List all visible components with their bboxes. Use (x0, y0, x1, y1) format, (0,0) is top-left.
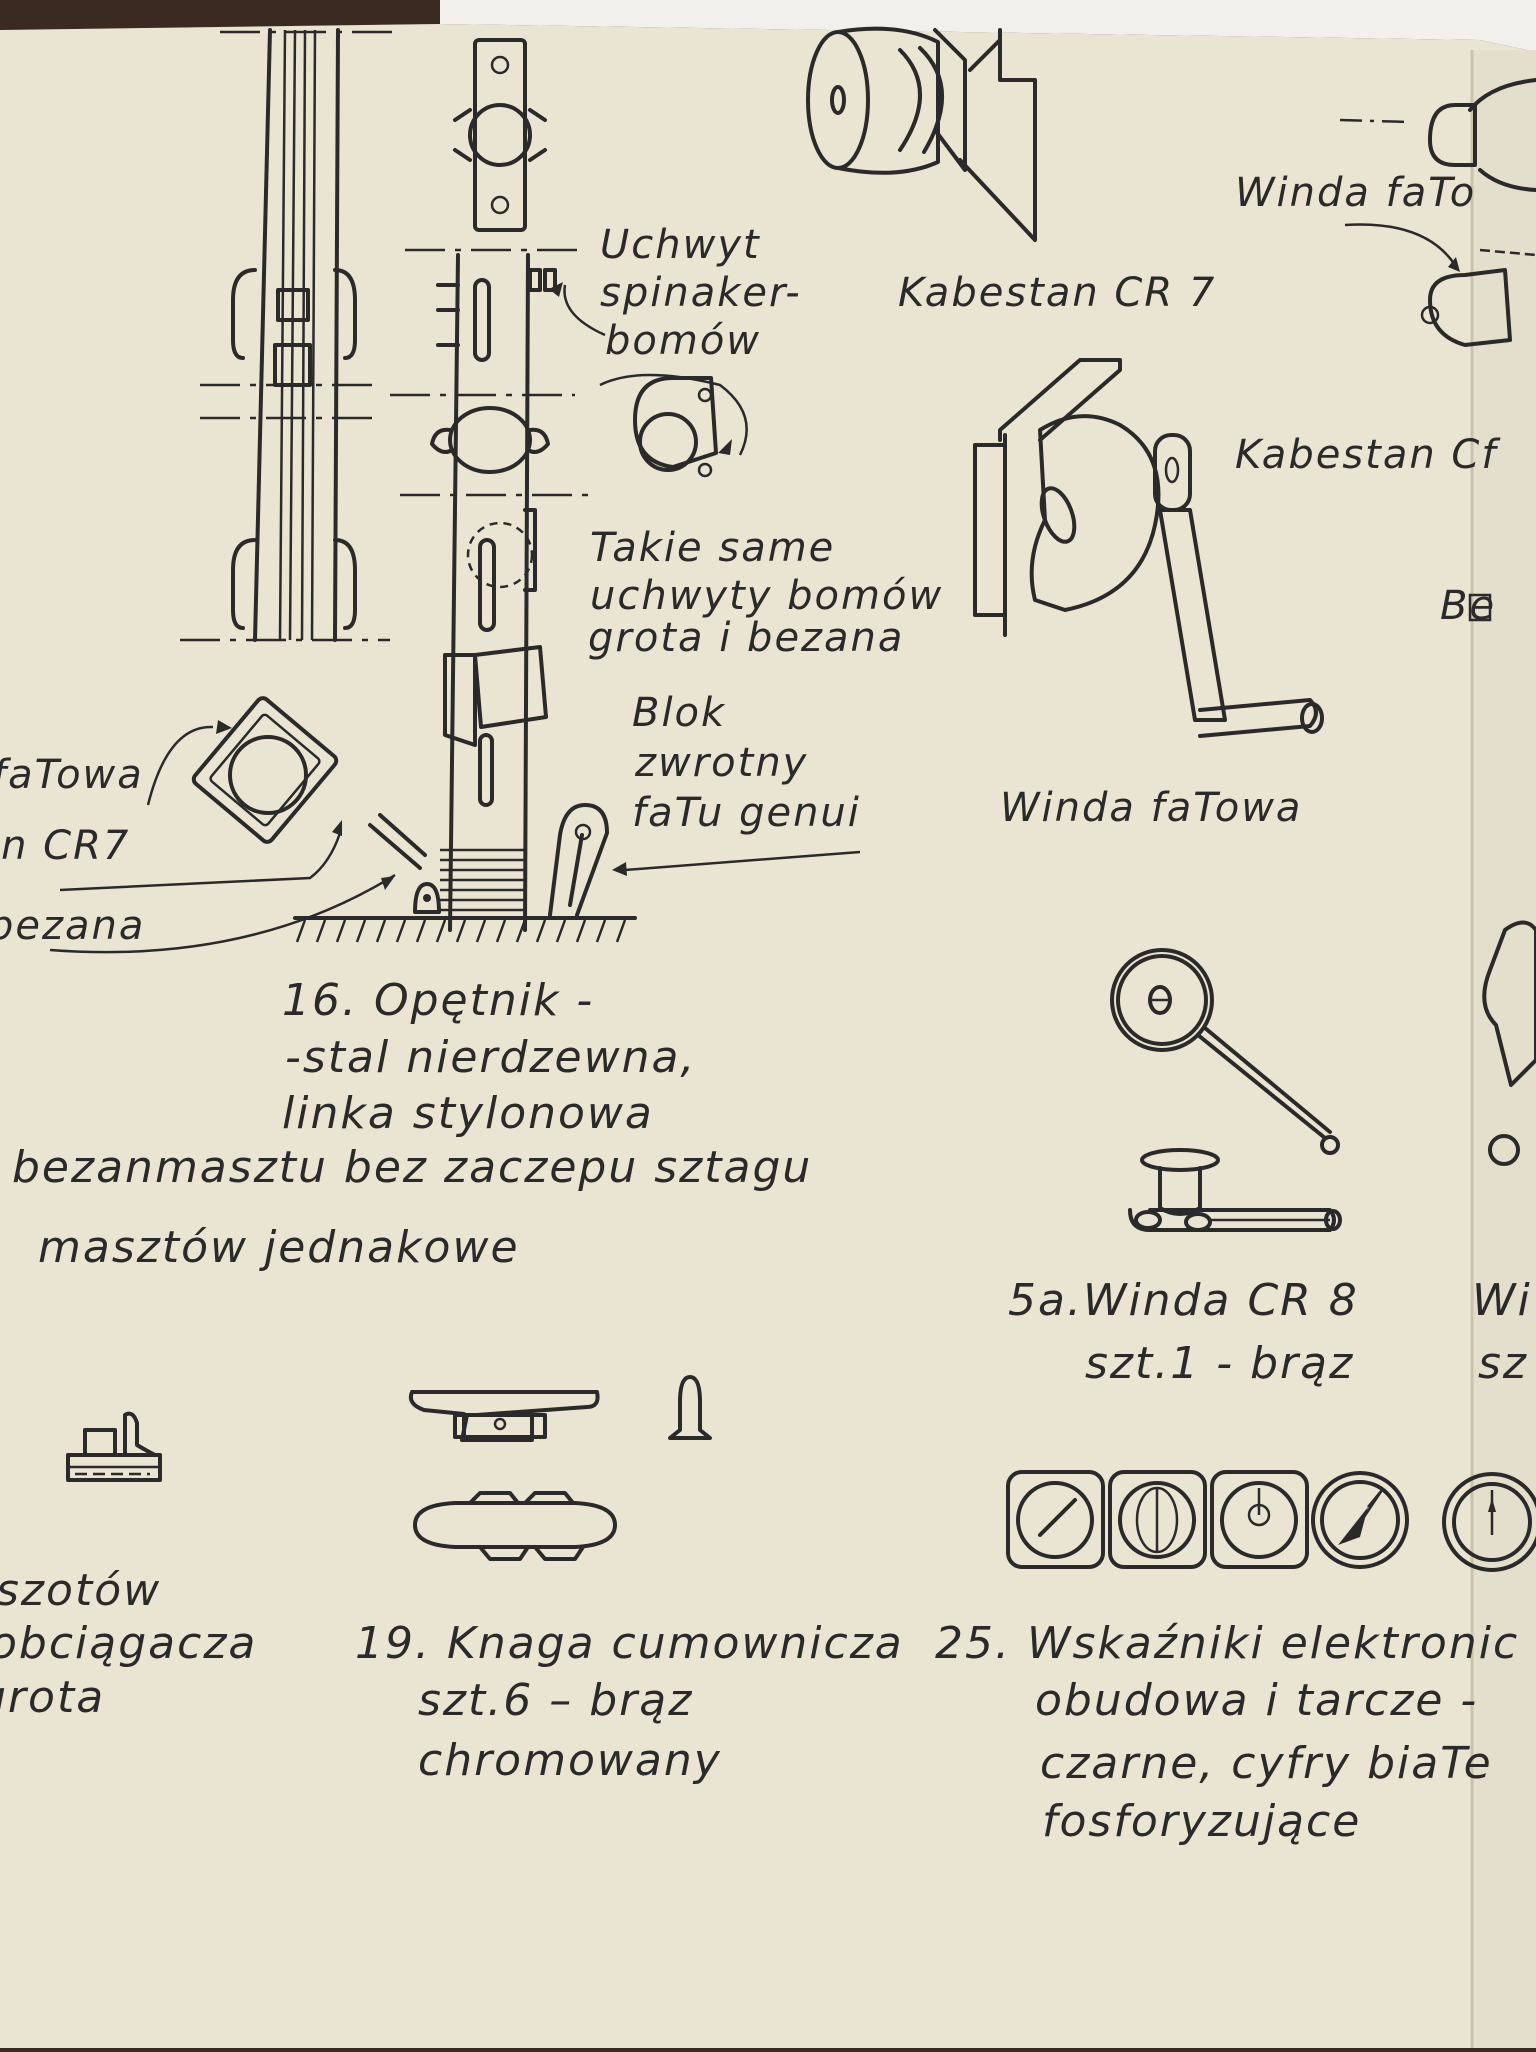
label-knaga-line1: 19. Knaga cumownicza (355, 1618, 904, 1669)
instruments-drawing (1006, 1470, 1536, 1572)
paper-edge-white (440, 0, 1536, 52)
label-left-bezana: bezana (0, 903, 146, 949)
label-szotow-line2: obciągacza (0, 1618, 258, 1669)
label-szotow-line1: szotów (0, 1565, 162, 1616)
label-takie-line2: uchwyty bomów (590, 573, 944, 619)
label-kabestan-right: Kabestan Cf (1235, 432, 1498, 478)
label-opetnik-line2: -stal nierdzewna, (285, 1032, 697, 1083)
label-left-falowa: faTowa (0, 752, 144, 798)
top-right-partial-drawings (1339, 78, 1536, 1166)
label-blok-line1: Blok (632, 690, 727, 736)
label-knaga-line2: szt.6 – brąz (418, 1675, 694, 1726)
label-takie-line1: Takie same (590, 525, 836, 571)
mast-drawing (180, 28, 400, 642)
winda-cr8-drawing (1110, 948, 1342, 1232)
label-blok-line2: zwrotny (635, 740, 809, 786)
label-uchwyt-line1: Uchwyt (600, 222, 761, 268)
leader-lines (49, 223, 1460, 954)
label-knaga-line3: chromowany (418, 1735, 722, 1786)
label-wskazniki-line2: obudowa i tarcze - (1035, 1675, 1479, 1726)
label-wi-right: Wi (1472, 1275, 1532, 1326)
label-wskazniki-line1: 25. Wskaźniki elektronic (935, 1618, 1520, 1669)
label-winda-falowa: Winda faTowa (1000, 785, 1303, 831)
winda-falowa-drawing (973, 358, 1324, 738)
label-winda-cr8-line1: 5a.Winda CR 8 (1008, 1275, 1359, 1326)
mast-fitting-drawing (293, 38, 637, 943)
spinnaker-bracket-drawing (633, 376, 718, 478)
label-uchwyt-line2: spinaker- (600, 270, 802, 316)
label-masztow-jednakowe: masztów jednakowe (38, 1222, 520, 1273)
knaga-drawing (408, 1375, 712, 1561)
mast-base-winding (440, 848, 525, 912)
label-sz-right: sz (1478, 1338, 1529, 1389)
label-takie-line3: grota i bezana (588, 615, 905, 661)
kabestan-top-drawing (806, 26, 1037, 242)
label-szotow-line3: grota (0, 1672, 106, 1723)
label-winda-cr8-line2: szt.1 - brąz (1085, 1338, 1355, 1389)
left-winch-drawing (191, 696, 339, 844)
label-winda-falo-right: Winda faTo (1235, 170, 1477, 216)
label-bezanmasztu: bezanmasztu bez zaczepu sztagu (12, 1142, 813, 1193)
label-be-right: Be (1440, 583, 1497, 629)
label-wskazniki-line4: fosforyzujące (1042, 1796, 1362, 1847)
label-uchwyt-line3: bomów (605, 318, 762, 364)
label-wskazniki-line3: czarne, cyfry biaTe (1040, 1738, 1493, 1789)
label-left-cr7: in CR7 (0, 823, 131, 869)
label-blok-line3: faTu genui (632, 790, 861, 836)
label-opetnik-line1: 16. Opętnik - (282, 975, 595, 1026)
label-opetnik-line3: linka stylonowa (282, 1088, 654, 1139)
sheet-stopper-drawing (66, 1411, 162, 1482)
label-kabestan-cr7-top: Kabestan CR 7 (898, 270, 1217, 316)
